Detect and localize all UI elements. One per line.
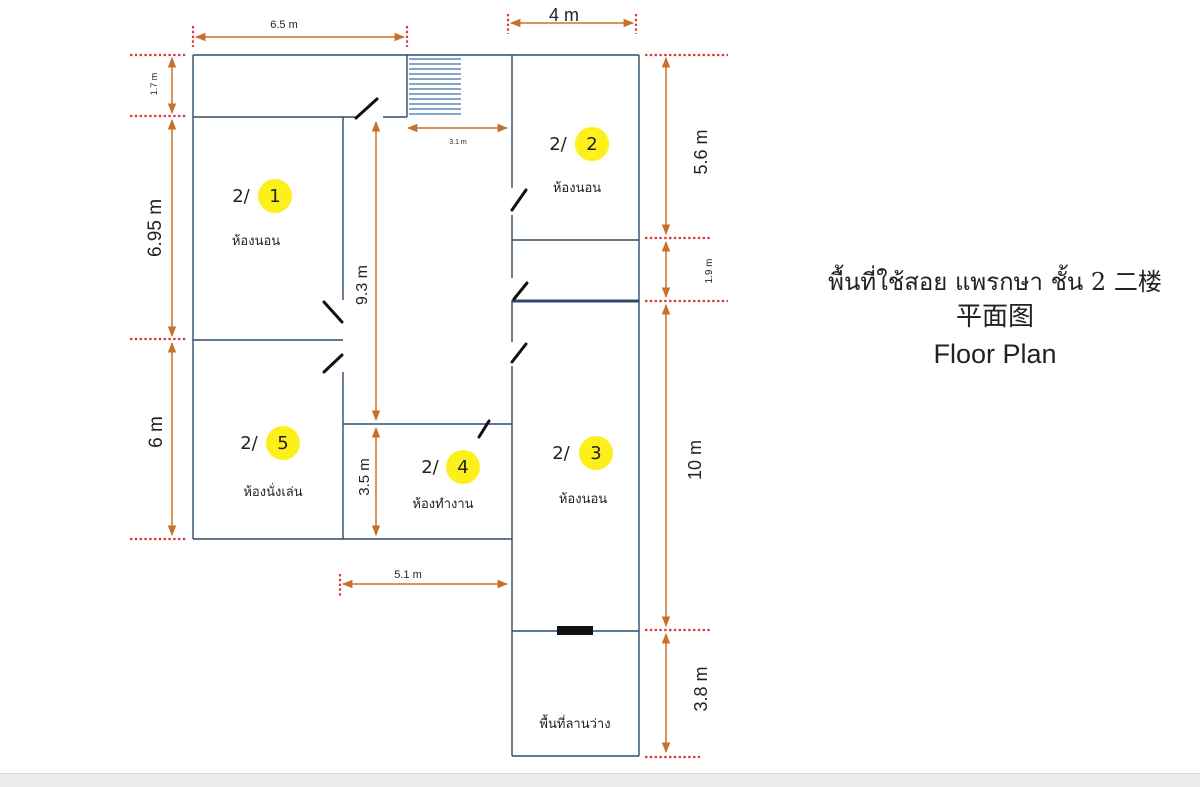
room-badge-5 [266,426,300,460]
dimension-labels: 6.5 m 4 m 3.1 m 5.1 m 1.7 m 6.95 m 6 m 9… [145,5,715,712]
title-line-chinese: 平面图 [955,302,1034,332]
room-3-name: ห้องนอน [559,492,607,507]
dim-bottom-width: 5.1 m [394,569,422,581]
dimension-markers [130,14,728,759]
room-badge-2 [575,127,609,161]
room-4-floor: 2/ [421,457,439,478]
room-3-number: 3 [590,443,601,464]
dim-center-height: 9.3 m [354,265,371,305]
room-5-number: 5 [277,433,288,454]
doors [322,97,529,439]
room-badge-3 [579,436,613,470]
dim-left-strip: 1.7 m [149,73,159,96]
room-badges [258,127,613,484]
room-1-floor: 2/ [232,186,250,207]
room-4-number: 4 [457,457,468,478]
dim-top-right-width: 4 m [549,5,579,25]
room-2-name: ห้องนอน [553,181,601,196]
room-4-name: ห้องทำงาน [412,497,473,512]
room-1-name: ห้องนอน [232,234,280,249]
dim-right-gap: 1.9 m [704,258,715,283]
walls [192,54,640,757]
stairs [409,58,461,115]
dim-left-room5: 6 m [146,416,167,448]
room-1-number: 1 [269,186,280,207]
partition-block [557,626,593,635]
dim-left-room1: 6.95 m [145,199,166,257]
room-2-floor: 2/ [549,134,567,155]
room-badge-4 [446,450,480,484]
room-badge-1 [258,179,292,213]
plan-title: พื้นที่ใช้สอย แพรกษา ชั้น 2 二楼 平面图 Floor… [800,265,1190,373]
title-line-english: Floor Plan [933,339,1057,369]
room-2-number: 2 [586,134,597,155]
room-3-floor: 2/ [552,443,570,464]
dimension-arrows [167,18,671,754]
dim-room4-height: 3.5 m [356,458,373,496]
bottom-bar [0,773,1200,787]
room-labels: 2/ 1 ห้องนอน 2/ 2 ห้องนอน 2/ 3 ห้องนอน 2… [232,134,611,732]
dim-right-room3: 10 m [685,440,705,480]
room-5-floor: 2/ [240,433,258,454]
room-5-name: ห้องนั่งเล่น [243,483,302,500]
dim-right-open: 3.8 m [691,666,711,711]
title-line-thai: พื้นที่ใช้สอย แพรกษา ชั้น 2 二楼 [828,268,1162,296]
dim-corridor-width: 3.1 m [449,139,467,146]
open-area-label: พื้นที่ลานว่าง [539,714,610,732]
dim-top-left-width: 6.5 m [270,19,298,31]
dim-right-room2: 5.6 m [691,129,711,174]
